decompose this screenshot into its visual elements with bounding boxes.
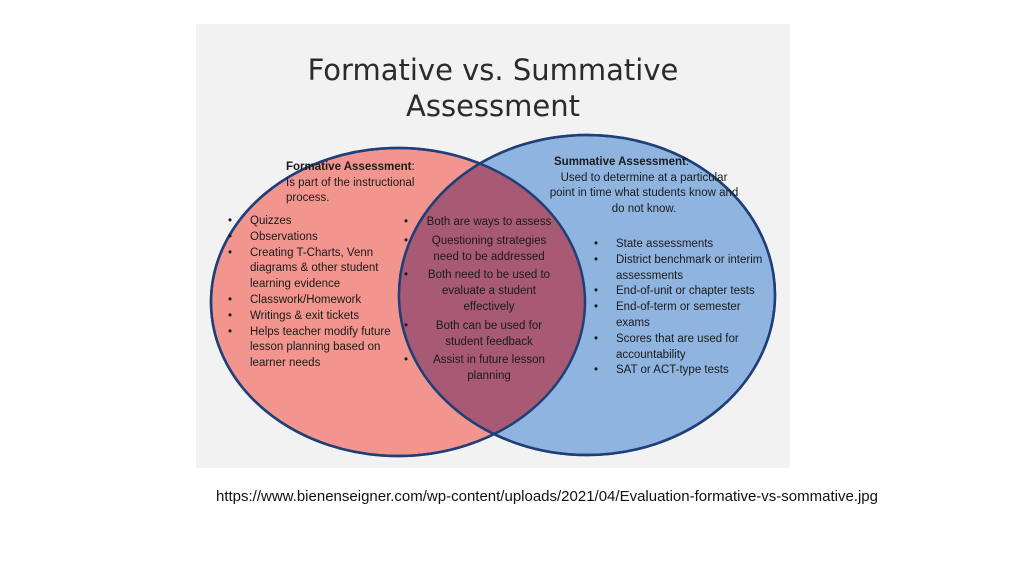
summative-desc-line-3: do not know.	[611, 202, 677, 215]
overlap-item: Assist in future lesson planning	[404, 353, 564, 385]
summative-desc-line-2: point in time what students know and	[549, 187, 739, 199]
summative-item: District benchmark or interim assessment…	[594, 253, 772, 285]
formative-list: Quizzes Observations Creating T-Charts, …	[228, 214, 396, 372]
overlap-item: Both are ways to assess	[404, 215, 564, 231]
summative-desc-line-1: Used to determine at a particular	[560, 171, 728, 184]
formative-outline	[209, 146, 587, 458]
title-line-2: Assessment	[406, 89, 580, 123]
formative-item: Classwork/Homework	[228, 293, 396, 309]
overlap-item: Questioning strategies need to be addres…	[404, 234, 564, 266]
formative-item: Quizzes	[228, 214, 396, 230]
formative-item: Observations	[228, 230, 396, 246]
formative-heading-colon: :	[411, 161, 415, 173]
overlap-item: Both can be used for student feedback	[404, 319, 564, 351]
formative-item: Writings & exit tickets	[228, 309, 396, 325]
formative-heading: Formative Assessment	[286, 161, 412, 173]
formative-desc-line-2: process.	[286, 192, 330, 204]
summative-outline	[397, 133, 777, 457]
summative-heading-colon: :	[685, 156, 690, 168]
formative-item: Helps teacher modify future lesson plann…	[228, 325, 396, 372]
summative-item: State assessments	[594, 237, 772, 253]
summative-item: SAT or ACT-type tests	[594, 363, 772, 379]
overlap-item: Both need to be used to evaluate a stude…	[404, 268, 564, 315]
summative-description: Summative Assessment: Used to determine …	[546, 155, 742, 217]
formative-desc-line-1: Is part of the instructional	[286, 176, 415, 189]
summative-item: Scores that are used for accountability	[594, 332, 772, 364]
summative-heading: Summative Assessment	[554, 156, 686, 168]
summative-list: State assessments District benchmark or …	[594, 237, 772, 379]
overlap-list: Both are ways to assess Questioning stra…	[404, 215, 564, 388]
title-line-1: Formative vs. Summative	[307, 53, 679, 87]
source-url: https://www.bienenseigner.com/wp-content…	[215, 488, 878, 505]
summative-item: End-of-term or semester exams	[594, 300, 772, 332]
formative-item: Creating T-Charts, Venn diagrams & other…	[228, 246, 396, 293]
diagram-title: Formative vs. Summative Assessment	[196, 52, 790, 124]
formative-description: Formative Assessment: Is part of the ins…	[286, 160, 436, 207]
venn-figure: Formative vs. Summative Assessment Forma…	[196, 24, 790, 468]
summative-item: End-of-unit or chapter tests	[594, 284, 772, 300]
